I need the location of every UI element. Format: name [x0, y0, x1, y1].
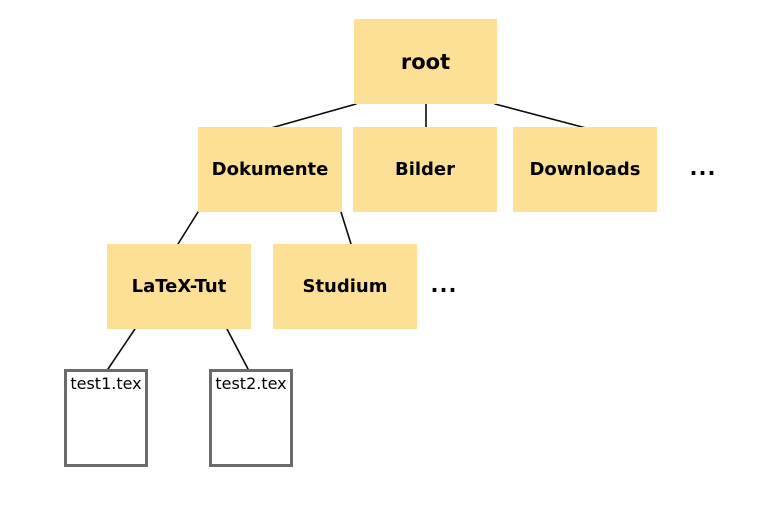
edge-dokumente-latextut [177, 211, 199, 245]
node-bilder-label: Bilder [394, 159, 456, 180]
node-file-test1-label: test1.tex [70, 374, 142, 393]
node-latex-tut-label: LaTeX-Tut [131, 276, 227, 297]
node-bilder: Bilder [353, 127, 497, 212]
node-dokumente-label: Dokumente [211, 159, 329, 180]
node-root: root [354, 19, 497, 104]
node-studium-label: Studium [302, 276, 388, 297]
ellipsis-level3: ... [430, 273, 458, 297]
node-downloads: Downloads [513, 127, 657, 212]
edge-latextut-test1 [107, 328, 136, 370]
edge-latextut-test2 [226, 328, 249, 370]
node-latex-tut: LaTeX-Tut [107, 244, 251, 329]
edge-root-dokumente [270, 103, 357, 129]
edge-dokumente-studium [340, 211, 352, 245]
node-studium: Studium [273, 244, 417, 329]
node-file-test2: test2.tex [209, 369, 293, 467]
ellipsis-level2: ... [689, 156, 717, 180]
node-file-test1: test1.tex [64, 369, 148, 467]
edge-root-downloads [494, 103, 587, 129]
node-root-label: root [400, 49, 451, 74]
node-dokumente: Dokumente [198, 127, 342, 212]
node-downloads-label: Downloads [529, 159, 641, 180]
node-file-test2-label: test2.tex [215, 374, 287, 393]
